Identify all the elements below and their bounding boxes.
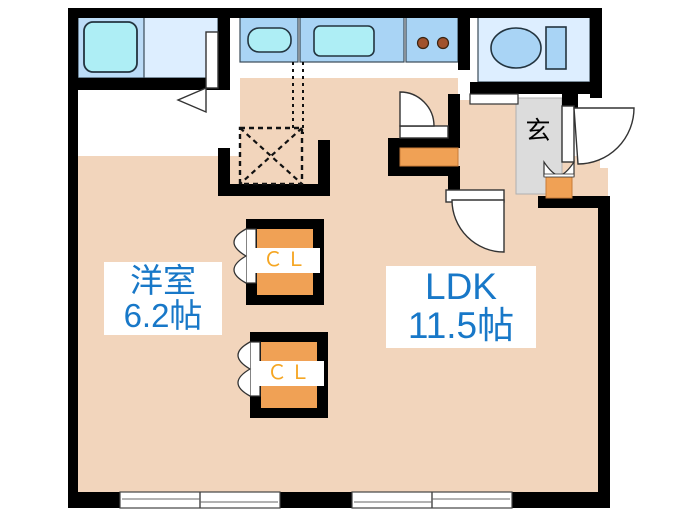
entrance-door-panel [561,105,575,163]
closet-lower-door-swing [237,341,252,397]
room-label-genkan: 玄 [525,116,551,145]
hall-door-ldk-swing [451,199,505,253]
wall-shoe-cabinet-top [388,138,460,148]
vanity-sink [247,27,292,53]
hall-door-top-panel [399,125,449,139]
hall-door-ldk[interactable] [445,189,505,253]
closet-label-lower: ＣＬ [256,361,324,386]
hall-door-top-swing [399,91,435,127]
toilet-tank-icon [545,26,567,70]
hall-door-top[interactable] [399,91,449,139]
wall-entry-left [448,94,460,138]
wall-outer-left [68,8,78,508]
room-label-ldk: LDK 11.5帖 [386,266,536,348]
burner-right-icon [436,36,450,50]
washer-space-x1 [239,127,303,185]
bathroom-door-swing [176,86,207,114]
entry-cabinet-top-line [543,173,575,178]
bottom-windows [119,491,513,509]
room-label-washitsu-name: 洋室 [130,262,196,299]
entrance-door[interactable] [561,105,635,165]
wall-outer-right-lower [598,196,610,508]
entry-cabinet-body [545,175,573,199]
wet-areas [77,15,591,83]
wall-corridor-right-pillar [318,140,330,196]
entrance-door-swing [573,107,635,165]
toilet-bowl-icon [490,27,542,69]
washer-space [238,62,304,186]
kitchen-sink [313,25,375,57]
entry-cabinet [543,160,575,199]
wall-toilet-bottom [470,82,592,94]
toilet-door-panel [469,93,519,105]
burner-left-icon [416,36,430,50]
wall-bathroom-bottom [68,78,230,90]
washer-space-box [238,126,304,186]
wall-kitchen-right [458,8,470,70]
closet-label-upper: ＣＬ [252,248,320,273]
closet-upper-door-swing [233,228,248,284]
shoe-cabinet-body [399,147,459,167]
room-label-ldk-size: 11.5帖 [407,304,515,346]
cooktop-zone [405,15,459,63]
room-label-ldk-name: LDK [425,266,497,307]
toilet-door[interactable] [469,93,519,105]
wall-outer-top [68,8,602,18]
washer-space-x2 [239,127,303,185]
bathtub [83,21,138,73]
wall-shoe-cabinet-bottom [388,166,460,176]
shoe-cabinet [399,147,459,167]
bathroom-door[interactable] [176,31,219,114]
bathroom-door-panel [205,31,219,89]
room-label-washitsu: 洋室 6.2帖 [104,262,222,336]
wall-outer-right-upper [590,8,602,98]
wall-corridor-bottom [218,184,330,196]
wall-bathroom-right [218,8,230,90]
room-label-washitsu-size: 6.2帖 [123,296,203,334]
